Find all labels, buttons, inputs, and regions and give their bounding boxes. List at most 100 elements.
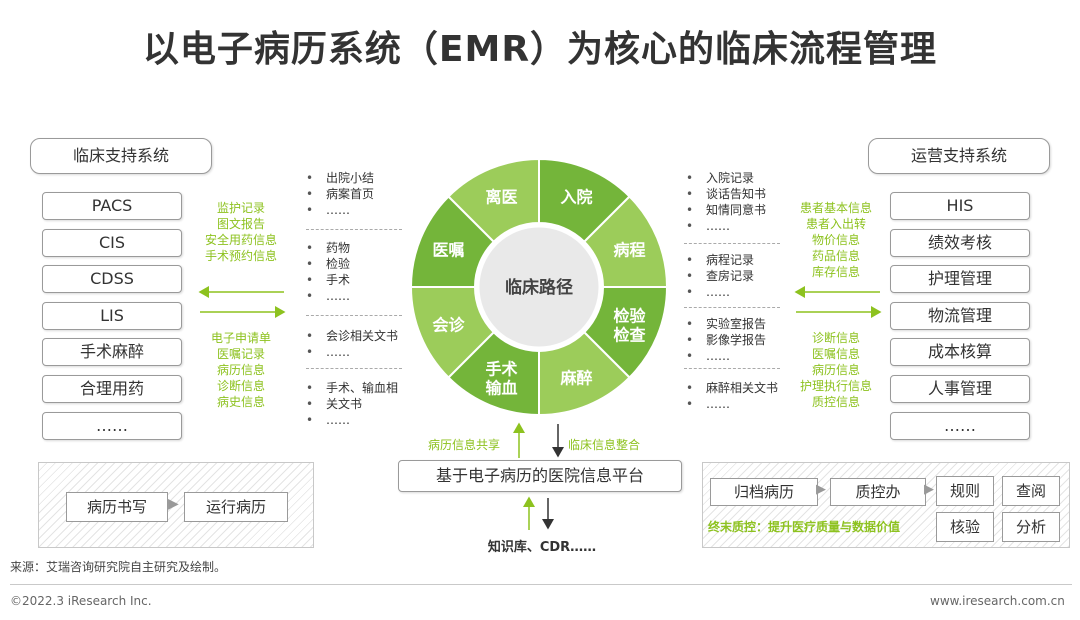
operation-support-item: 成本核算 (890, 338, 1030, 367)
analysis-box: 分析 (1002, 512, 1060, 542)
right-green-top: 患者基本信息 患者入出转 物价信息 药品信息 库存信息 (790, 200, 882, 280)
verify-box: 核验 (936, 512, 994, 542)
right-green-bottom: 诊断信息 医嘱信息 病历信息 护理执行信息 质控信息 (790, 330, 882, 410)
left-green-top: 监护记录 图文报告 安全用药信息 手术预约信息 (196, 200, 286, 264)
left-docs-group-2: 药物 检验 手术 …… (306, 240, 406, 304)
clinical-support-item: 合理用药 (42, 375, 182, 403)
green-text: 库存信息 (811, 265, 860, 279)
right-docs-group-1: 入院记录 谈话告知书 知情同意书 …… (686, 170, 796, 234)
clinical-support-item: PACS (42, 192, 182, 220)
clinical-support-item: LIS (42, 301, 182, 330)
operation-support-item: …… (890, 411, 1030, 440)
final-qc-note: 终末质控：提升医疗质量与数据价值 (708, 520, 901, 534)
divider (684, 368, 780, 369)
green-text: 病历信息 (811, 363, 860, 377)
right-docs-group-2: 病程记录 查房记录 …… (686, 252, 796, 300)
doc-item: …… (306, 412, 416, 428)
review-box: 查阅 (1002, 476, 1060, 506)
green-text: 护理执行信息 (799, 379, 872, 393)
doc-item: 手术、输血相 (306, 380, 416, 396)
doc-item: 实验室报告 (686, 316, 796, 332)
doc-item: 手术 (306, 272, 406, 288)
right-docs-group-3: 实验室报告 影像学报告 …… (686, 316, 796, 364)
doc-item: 入院记录 (686, 170, 796, 186)
hospital-info-platform: 基于电子病历的医院信息平台 (398, 460, 682, 492)
doc-item: 知情同意书 (686, 202, 796, 218)
doc-item: 病案首页 (306, 186, 406, 202)
arrow-right-icon: ▶ (924, 482, 934, 497)
doc-item: 查房记录 (686, 268, 796, 284)
wheel-center (476, 224, 602, 350)
left-docs-group-4: 手术、输血相 关文书 …… (306, 380, 416, 428)
clinical-support-item: 手术麻醉 (42, 338, 182, 367)
green-text: 诊断信息 (216, 379, 265, 393)
active-record-box: 运行病历 (184, 492, 288, 522)
quality-office-box: 质控办 (830, 478, 926, 506)
wheel-segment-label: 会诊 (432, 316, 465, 335)
green-text: 医嘱信息 (811, 347, 860, 361)
wheel-segment-label: 入院 (560, 187, 592, 206)
green-text: 病史信息 (216, 395, 265, 409)
divider (306, 315, 402, 316)
doc-item: 出院小结 (306, 170, 406, 186)
wheel-segment (447, 157, 540, 244)
operation-support-heading: 运营支持系统 (868, 138, 1050, 174)
operation-support-item: 人事管理 (890, 375, 1030, 403)
doc-item: …… (686, 284, 796, 300)
doc-item: …… (686, 348, 796, 364)
wheel-segment-label: 医嘱 (432, 240, 464, 259)
clinical-support-item: CIS (42, 228, 182, 257)
wheel-segment-label: 手术输血 (485, 360, 517, 398)
wheel-segment-label: 检验检查 (614, 307, 647, 345)
clinical-support-item: CDSS (42, 265, 182, 294)
green-text: 医嘱记录 (216, 347, 265, 361)
doc-item: 麻醉相关文书 (686, 380, 796, 396)
left-docs-group-3: 会诊相关文书 …… (306, 328, 416, 360)
right-docs-group-4: 麻醉相关文书 …… (686, 380, 796, 412)
doc-item: …… (306, 344, 416, 360)
arrow-right-icon: ▶ (168, 496, 179, 512)
doc-item: 药物 (306, 240, 406, 256)
green-text: 患者基本信息 (799, 201, 872, 215)
rule-box: 规则 (936, 476, 994, 506)
page-title: 以电子病历系统（EMR）为核心的临床流程管理 (142, 29, 938, 70)
clinical-support-item: …… (42, 411, 182, 440)
wheel-segment-label: 离医 (485, 187, 517, 206)
doc-item: …… (306, 288, 406, 304)
operation-support-item: 物流管理 (890, 301, 1030, 330)
divider (684, 243, 780, 244)
green-text: 诊断信息 (811, 331, 860, 345)
doc-item: 会诊相关文书 (306, 328, 416, 344)
green-text: 病历信息 (216, 363, 265, 377)
green-text: 监护记录 (216, 201, 265, 215)
doc-item: 病程记录 (686, 252, 796, 268)
doc-item: 谈话告知书 (686, 186, 796, 202)
wheel-segment-label: 麻醉 (559, 369, 592, 388)
archived-record-box: 归档病历 (710, 478, 818, 506)
doc-item: 检验 (306, 256, 406, 272)
green-text: 手术预约信息 (204, 249, 277, 263)
operation-support-item: 护理管理 (890, 265, 1030, 294)
copyright: ©2022.3 iResearch Inc. (10, 594, 152, 608)
doc-item: 影像学报告 (686, 332, 796, 348)
green-text: 安全用药信息 (204, 233, 277, 247)
wheel-segment-label: 病程 (614, 240, 646, 259)
green-text: 图文报告 (216, 217, 265, 231)
arrow-right-icon: ▶ (816, 482, 826, 497)
divider (684, 307, 780, 308)
website: www.iresearch.com.cn (930, 594, 1065, 608)
operation-support-item: 绩效考核 (890, 228, 1030, 257)
knowledge-base-label: 知识库、CDR…… (487, 540, 597, 555)
green-text: 药品信息 (811, 249, 860, 263)
doc-item: …… (686, 396, 796, 412)
share-label: 病历信息共享 (428, 438, 501, 452)
operation-support-item: HIS (890, 192, 1030, 220)
left-docs-group-1: 出院小结 病案首页 …… (306, 170, 406, 218)
record-writing-box: 病历书写 (66, 492, 168, 522)
clinical-support-heading: 临床支持系统 (30, 138, 212, 174)
doc-item: …… (686, 218, 796, 234)
left-green-bottom: 电子申请单 医嘱记录 病历信息 诊断信息 病史信息 (196, 330, 286, 410)
green-text: 患者入出转 (805, 217, 866, 231)
